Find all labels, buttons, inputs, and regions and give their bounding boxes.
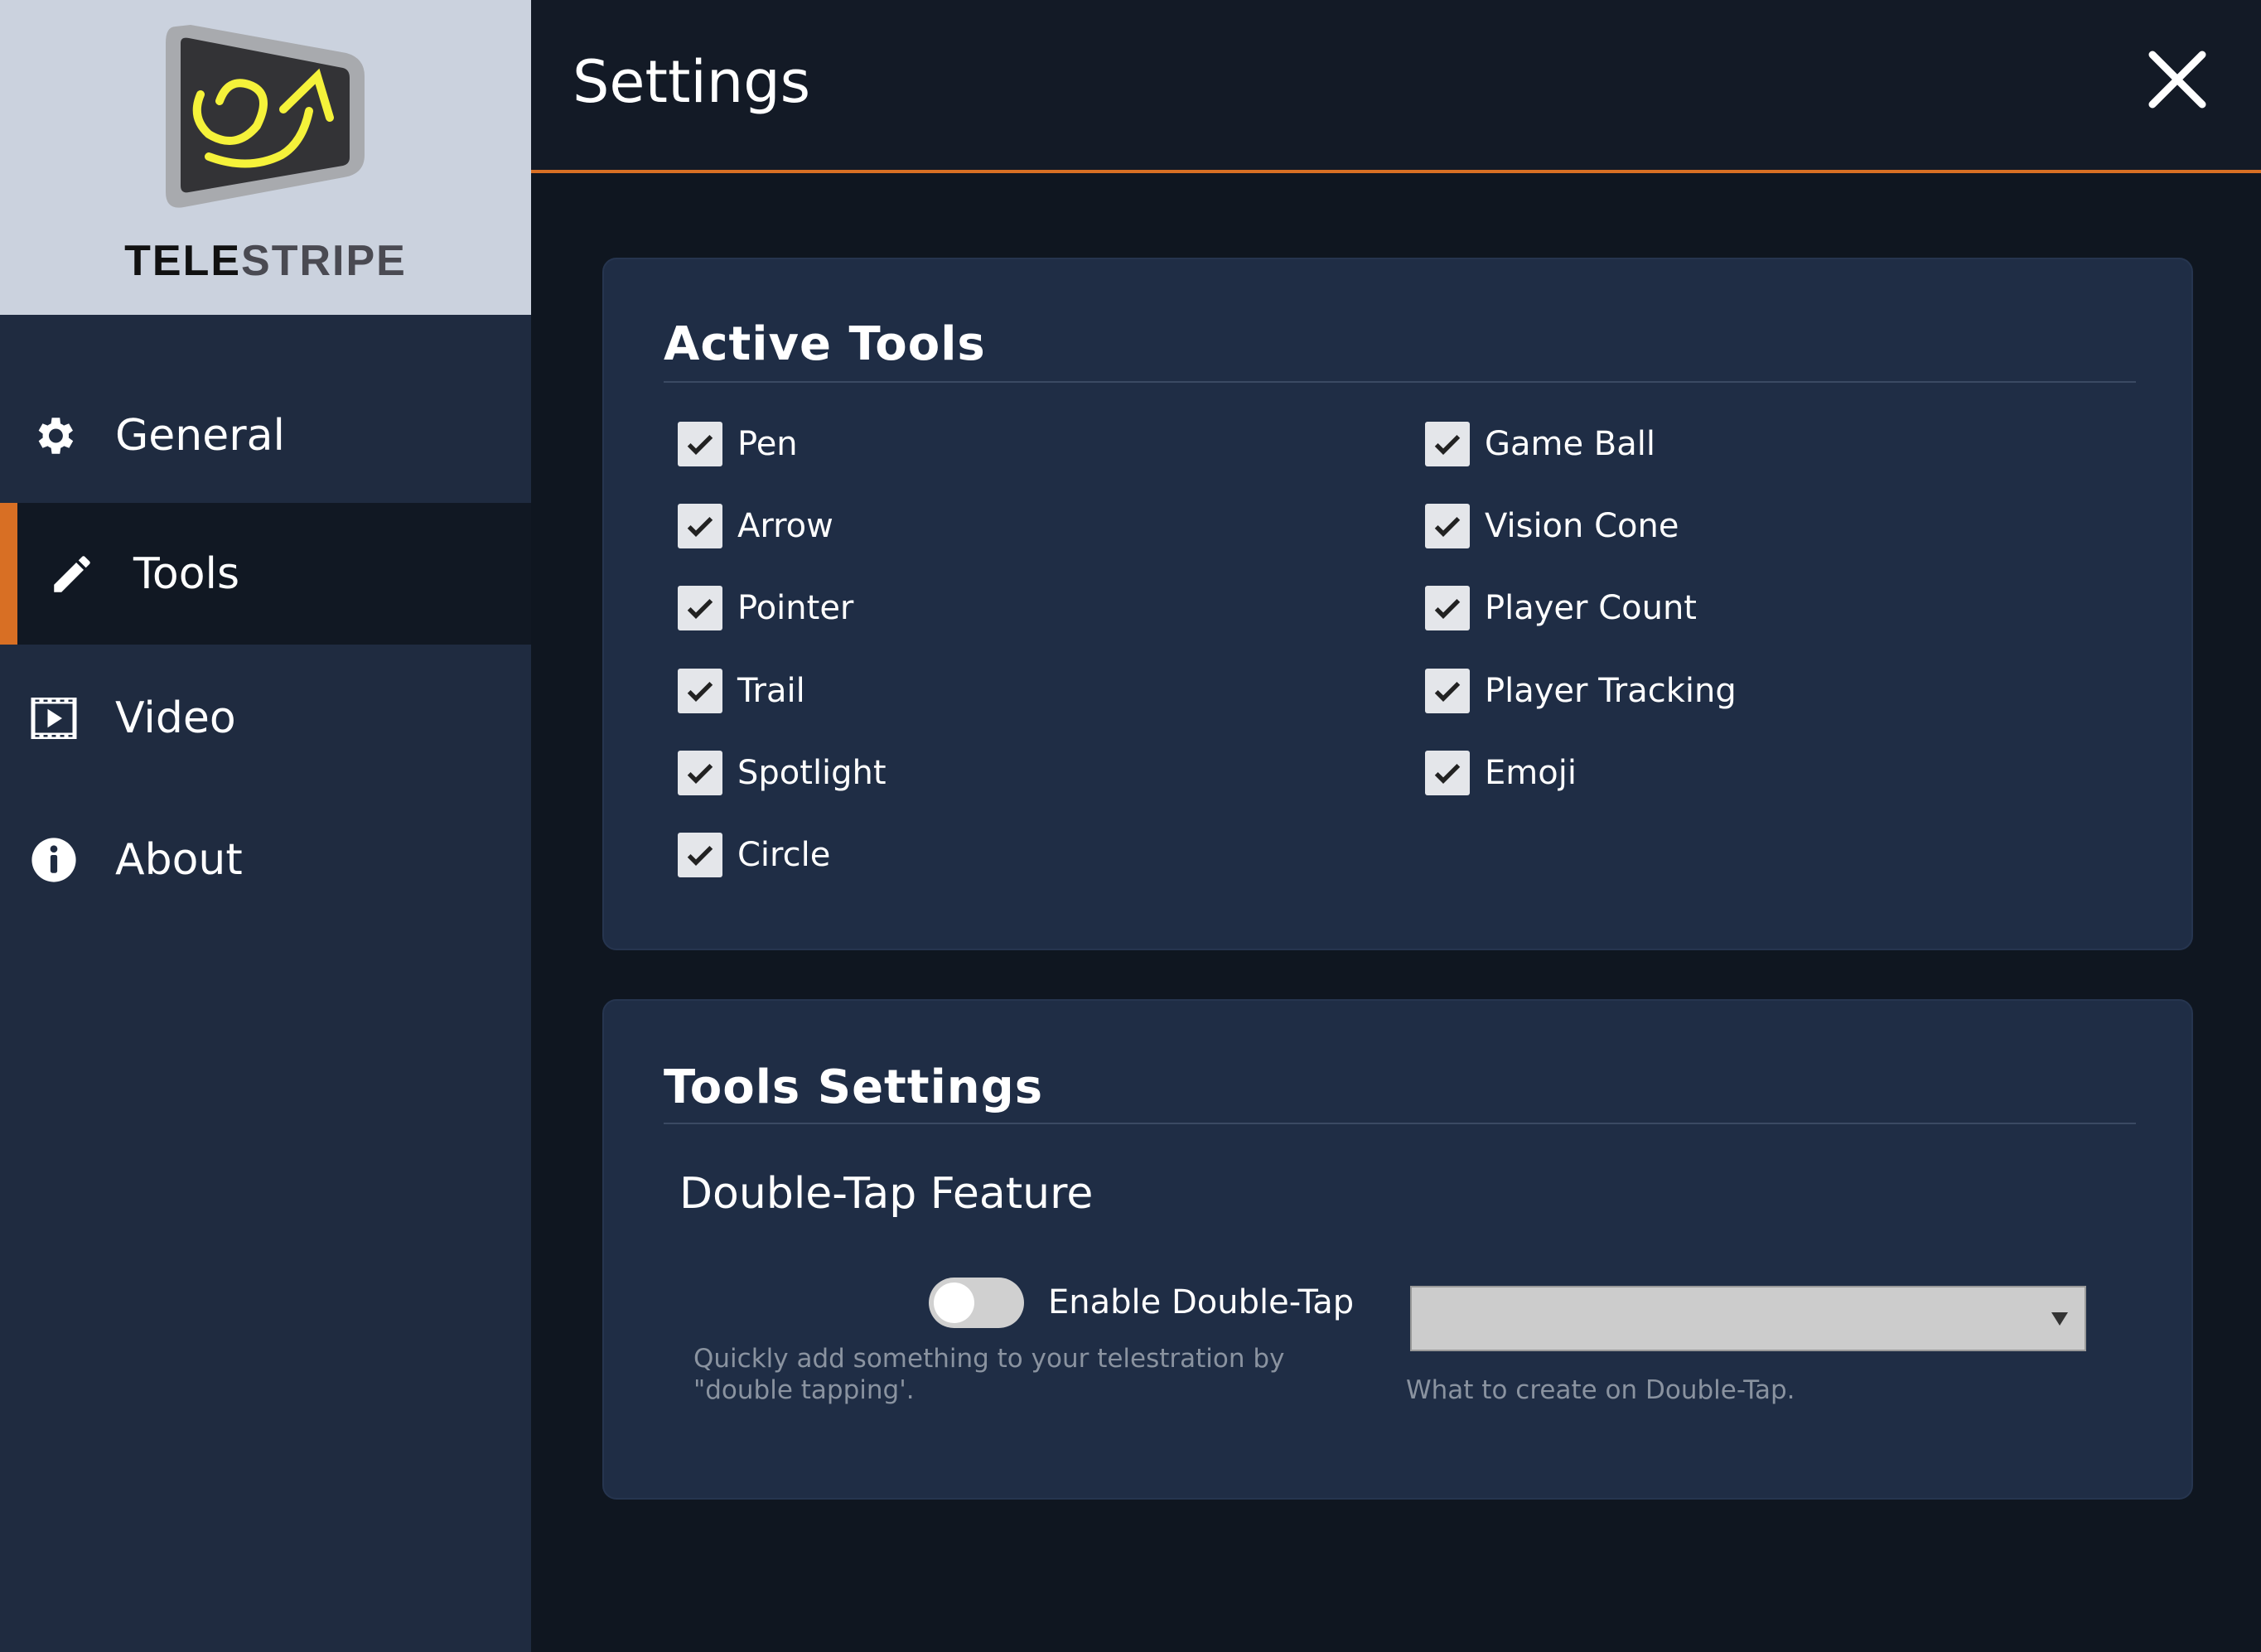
logo-text-stripe: STRIPE	[241, 237, 407, 285]
checkmark-icon	[687, 599, 713, 620]
tool-checkbox-emoji[interactable]: Emoji	[1425, 750, 2005, 795]
tool-checkbox-pen[interactable]: Pen	[678, 422, 1258, 466]
checkbox[interactable]	[678, 586, 722, 631]
toggle-help-text: Quickly add something to your telestrati…	[693, 1344, 1285, 1405]
tool-checkbox-game-ball[interactable]: Game Ball	[1425, 422, 2005, 466]
checkbox[interactable]	[678, 668, 722, 713]
sidebar-item-label: Tools	[133, 548, 240, 599]
checkbox[interactable]	[1425, 422, 1470, 466]
tool-checkbox-spotlight[interactable]: Spotlight	[678, 750, 1258, 795]
checkbox[interactable]	[678, 422, 722, 466]
tool-checkbox-circle[interactable]: Circle	[678, 833, 1258, 877]
section-title: Active Tools	[664, 317, 986, 371]
sidebar-item-about[interactable]: About	[0, 789, 531, 930]
tool-checkbox-arrow[interactable]: Arrow	[678, 504, 1258, 549]
chevron-down-icon	[2051, 1312, 2068, 1326]
checkbox-label: Arrow	[737, 507, 833, 546]
enable-double-tap-toggle[interactable]	[929, 1278, 1024, 1328]
checkbox[interactable]	[1425, 586, 1470, 631]
pencil-icon	[47, 549, 97, 599]
checkmark-icon	[1434, 434, 1461, 455]
close-icon	[2148, 51, 2206, 109]
checkmark-icon	[687, 434, 713, 455]
telestripe-logo-icon	[166, 25, 365, 208]
checkmark-icon	[687, 681, 713, 702]
tool-checkbox-player-count[interactable]: Player Count	[1425, 586, 2005, 631]
sidebar-item-label: General	[115, 410, 285, 461]
tool-checkbox-vision-cone[interactable]: Vision Cone	[1425, 504, 2005, 549]
tools-settings-card: Tools Settings Double-Tap Feature Enable…	[602, 999, 2193, 1500]
divider	[664, 1123, 2136, 1124]
tool-checkbox-player-tracking[interactable]: Player Tracking	[1425, 668, 2005, 713]
dropdown-help-text: What to create on Double-Tap.	[1406, 1375, 1795, 1405]
checkbox[interactable]	[1425, 750, 1470, 795]
checkbox[interactable]	[1425, 504, 1470, 549]
checkmark-icon	[1434, 681, 1461, 702]
checkbox-label: Player Count	[1485, 589, 1697, 628]
checkbox-label: Circle	[737, 836, 831, 874]
page-title: Settings	[572, 48, 811, 116]
checkmark-icon	[687, 845, 713, 866]
checkbox-label: Pointer	[737, 589, 854, 628]
checkbox[interactable]	[678, 750, 722, 795]
sidebar-item-tools[interactable]: Tools	[0, 503, 531, 645]
tool-checkbox-trail[interactable]: Trail	[678, 668, 1258, 713]
double-tap-heading: Double-Tap Feature	[679, 1169, 1094, 1219]
checkbox[interactable]	[678, 504, 722, 549]
gear-icon	[29, 411, 79, 461]
info-icon	[29, 835, 79, 885]
logo: TELESTRIPE	[0, 0, 531, 315]
checkbox-label: Emoji	[1485, 753, 1577, 792]
checkmark-icon	[687, 517, 713, 538]
checkbox-label: Pen	[737, 425, 798, 463]
checkmark-icon	[1434, 517, 1461, 538]
checkmark-icon	[1434, 763, 1461, 784]
checkbox-label: Player Tracking	[1485, 671, 1737, 710]
tool-checkbox-pointer[interactable]: Pointer	[678, 586, 1258, 631]
checkbox[interactable]	[1425, 668, 1470, 713]
sidebar-item-label: About	[115, 834, 243, 885]
checkmark-icon	[1434, 599, 1461, 620]
checkbox-label: Trail	[737, 671, 805, 710]
video-icon	[29, 693, 79, 743]
checkbox-label: Game Ball	[1485, 425, 1655, 463]
divider	[664, 381, 2136, 383]
toggle-label: Enable Double-Tap	[1048, 1283, 1355, 1321]
header	[531, 0, 2261, 173]
close-button[interactable]	[2146, 48, 2209, 111]
sidebar-item-video[interactable]: Video	[0, 647, 531, 789]
checkmark-icon	[687, 763, 713, 784]
logo-wordmark: TELESTRIPE	[0, 236, 531, 286]
double-tap-action-select[interactable]	[1410, 1286, 2086, 1351]
checkbox[interactable]	[678, 833, 722, 877]
sidebar: TELESTRIPE General Tools Video About	[0, 0, 531, 1652]
active-indicator	[0, 503, 17, 645]
sidebar-item-general[interactable]: General	[0, 365, 531, 506]
section-title: Tools Settings	[664, 1060, 1044, 1114]
checkbox-label: Vision Cone	[1485, 507, 1679, 546]
toggle-knob	[934, 1282, 974, 1323]
logo-text-tele: TELE	[124, 237, 242, 285]
sidebar-item-label: Video	[115, 693, 236, 743]
checkbox-label: Spotlight	[737, 753, 887, 792]
